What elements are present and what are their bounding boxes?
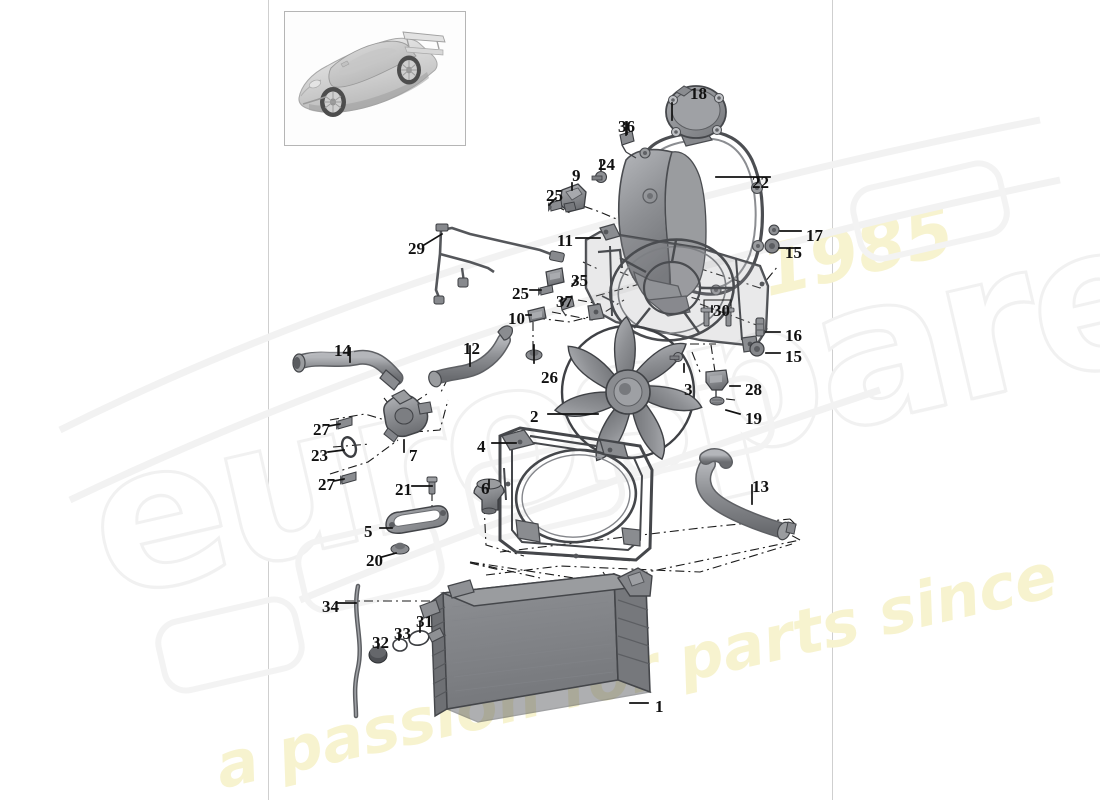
part-cowling-frame — [498, 426, 654, 562]
vehicle-thumbnail[interactable] — [284, 11, 466, 146]
callout-number-seal-ring[interactable]: 33 — [394, 624, 411, 643]
callout-number-coolant-hose[interactable]: 14 — [334, 341, 351, 360]
callout-number-grommet[interactable]: 19 — [745, 409, 762, 428]
callout-number-clip[interactable]: 25 — [512, 284, 529, 303]
callout-number-screw[interactable]: 27 — [318, 475, 335, 494]
callout-number-coolant-hose[interactable]: 13 — [752, 477, 769, 496]
part-bracket-28 — [705, 369, 729, 398]
callout-number-coolant-hose[interactable]: 12 — [463, 339, 480, 358]
callout-number-bleeder-valve[interactable]: 31 — [416, 612, 433, 631]
callout-number-screw[interactable]: 27 — [313, 420, 330, 439]
callout-number-o-ring[interactable]: 23 — [311, 446, 328, 465]
callout-number-clip[interactable]: 10 — [508, 309, 525, 328]
watermark-tagline: a passion for parts since — [208, 538, 1064, 800]
callout-number-fan-shroud-assembly[interactable]: 2 — [530, 407, 539, 426]
part-fan-support-frame — [584, 223, 770, 353]
vehicle-illustration-icon — [298, 31, 446, 117]
callout-number-cap[interactable]: 32 — [372, 633, 389, 652]
part-screw-27-lower — [340, 471, 357, 485]
callout-number-nut[interactable]: 15 — [785, 243, 802, 262]
part-screw-27-upper — [336, 416, 353, 430]
callout-number-nut[interactable]: 20 — [366, 551, 383, 570]
callout-number-clip[interactable]: 37 — [556, 292, 573, 311]
part-clip-10 — [527, 306, 547, 323]
callout-number-spacer-sleeve[interactable]: 16 — [785, 326, 802, 345]
part-hose-13 — [695, 448, 797, 541]
callout-number-air-guide-housing[interactable]: 22 — [752, 173, 769, 192]
callout-number-hose-line[interactable]: 34 — [322, 597, 339, 616]
callout-number-fan-support-frame[interactable]: 11 — [557, 231, 574, 250]
part-o-ring-23 — [340, 436, 358, 458]
part-radiator — [419, 567, 653, 723]
part-screw-3 — [669, 352, 683, 362]
callout-number-screw[interactable]: 21 — [395, 480, 412, 499]
part-wiring-harness-29 — [433, 223, 565, 305]
callout-number-sensor-bracket[interactable]: 9 — [572, 166, 581, 185]
callout-number-bracket[interactable]: 28 — [745, 380, 762, 399]
callout-number-nut[interactable]: 15 — [785, 347, 802, 366]
part-washer-17 — [768, 224, 780, 236]
part-screw-21 — [426, 476, 438, 495]
callout-number-screw-set[interactable]: 30 — [713, 301, 730, 320]
callout-number-thermostat-housing[interactable]: 7 — [409, 446, 418, 465]
part-nut-15-lower — [749, 341, 765, 357]
part-clip-25-lower — [538, 284, 554, 296]
part-nut-26 — [525, 349, 543, 361]
part-nut-20 — [390, 542, 410, 555]
part-cooling-fan — [553, 315, 703, 462]
part-sensor-bracket-9 — [559, 183, 587, 213]
part-coolant-line-34 — [352, 583, 362, 719]
callout-number-bracket[interactable]: 5 — [364, 522, 373, 541]
callout-number-wiring-harness[interactable]: 29 — [408, 239, 425, 258]
page-rule-left — [268, 0, 269, 800]
callout-number-washer[interactable]: 17 — [806, 226, 823, 245]
part-grommet-19 — [709, 396, 725, 406]
callout-number-nut[interactable]: 26 — [541, 368, 558, 387]
page-rule-right — [832, 0, 833, 800]
callout-number-clip[interactable]: 35 — [571, 271, 588, 290]
callout-number-screw[interactable]: 3 — [684, 380, 693, 399]
callout-number-rubber-mount[interactable]: 6 — [481, 479, 490, 498]
callout-number-radiator[interactable]: 1 — [655, 697, 664, 716]
callout-number-cover-cap[interactable]: 18 — [690, 84, 707, 103]
part-nut-15-upper — [764, 238, 780, 254]
part-spacer-16 — [755, 317, 765, 337]
part-bracket-5 — [385, 505, 449, 534]
callout-number-clip[interactable]: 36 — [618, 117, 635, 136]
part-thermostat-housing — [383, 389, 433, 443]
watermark-brand: eurospares — [65, 145, 1100, 646]
callout-number-screw[interactable]: 24 — [598, 155, 615, 174]
part-clip-35 — [545, 267, 565, 287]
callout-number-clip[interactable]: 25 — [546, 186, 563, 205]
callout-number-cowling-frame[interactable]: 4 — [477, 437, 486, 456]
part-air-guide-housing — [617, 127, 765, 317]
